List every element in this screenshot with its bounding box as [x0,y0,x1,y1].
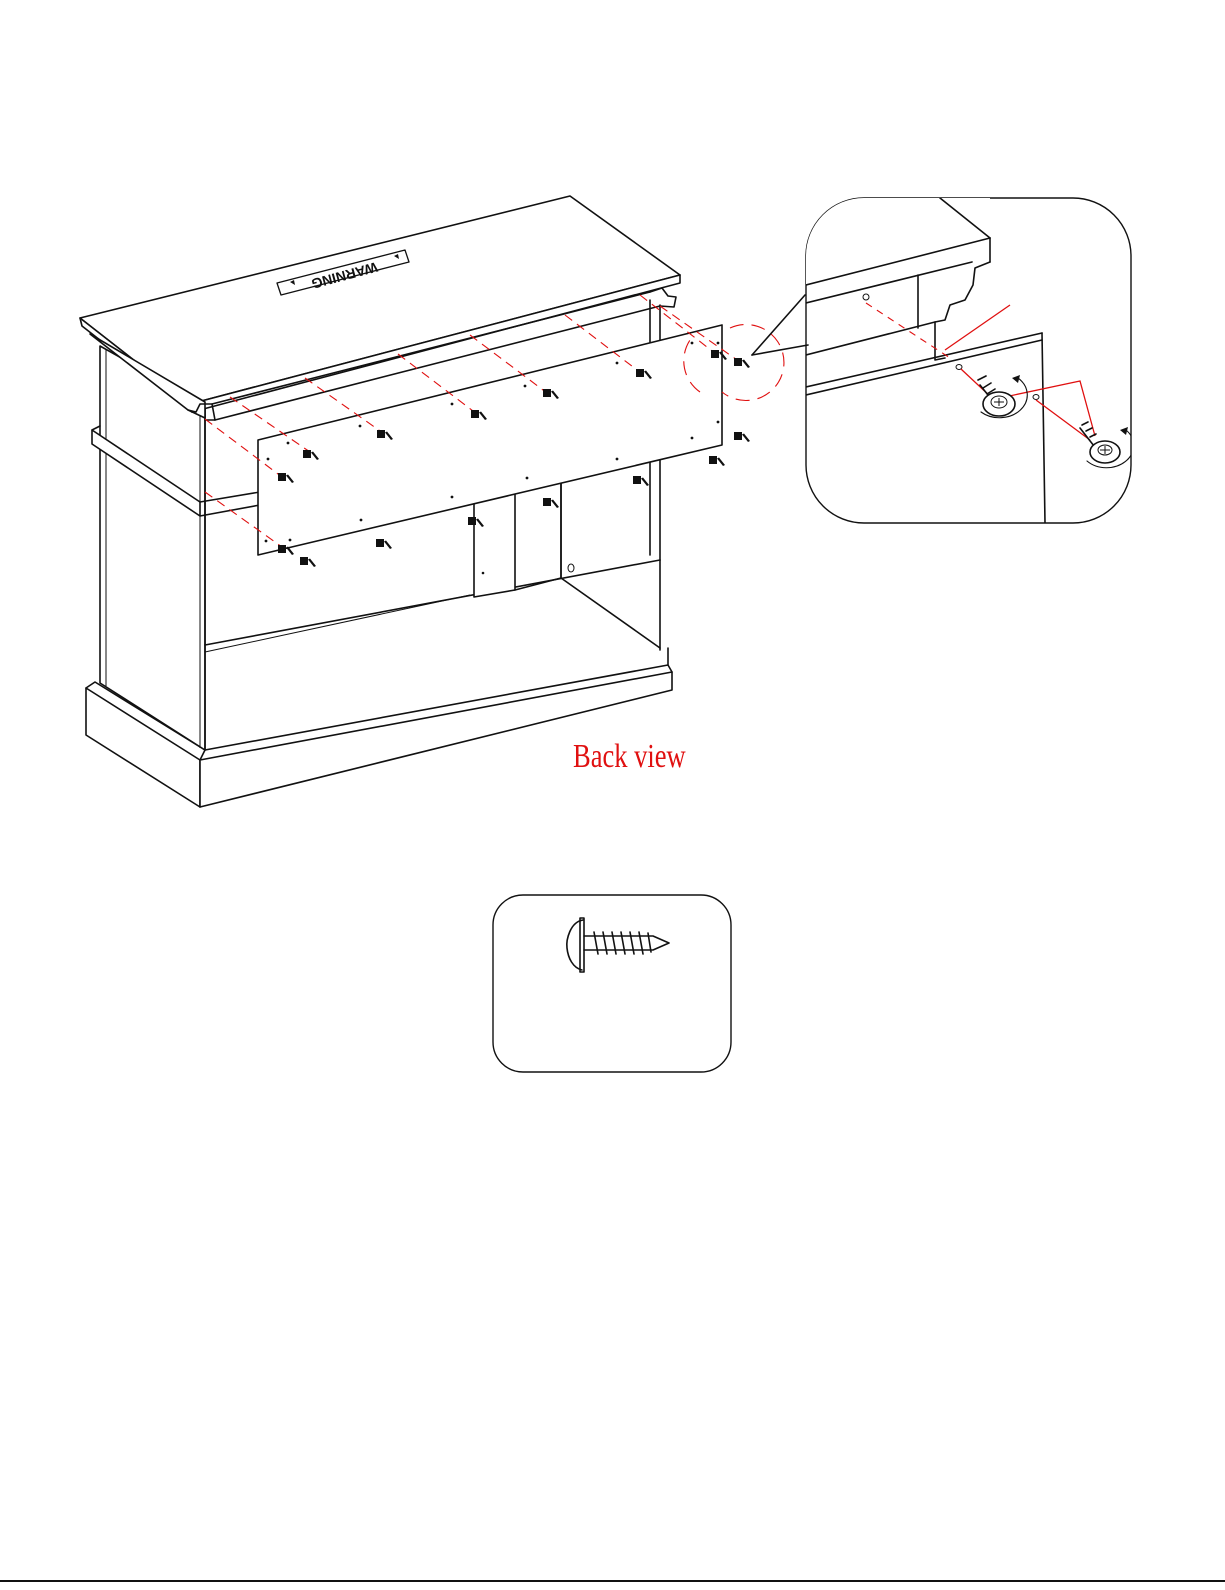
page-bottom-rule [0,1580,1225,1582]
screw-icon [567,918,669,972]
hardware-box [493,895,731,1072]
detail-screw [1080,422,1134,468]
detail-view [806,198,1134,523]
detail-screw [978,375,1027,418]
cabinet: WARNING [80,196,808,807]
view-caption: Back view [573,740,686,774]
